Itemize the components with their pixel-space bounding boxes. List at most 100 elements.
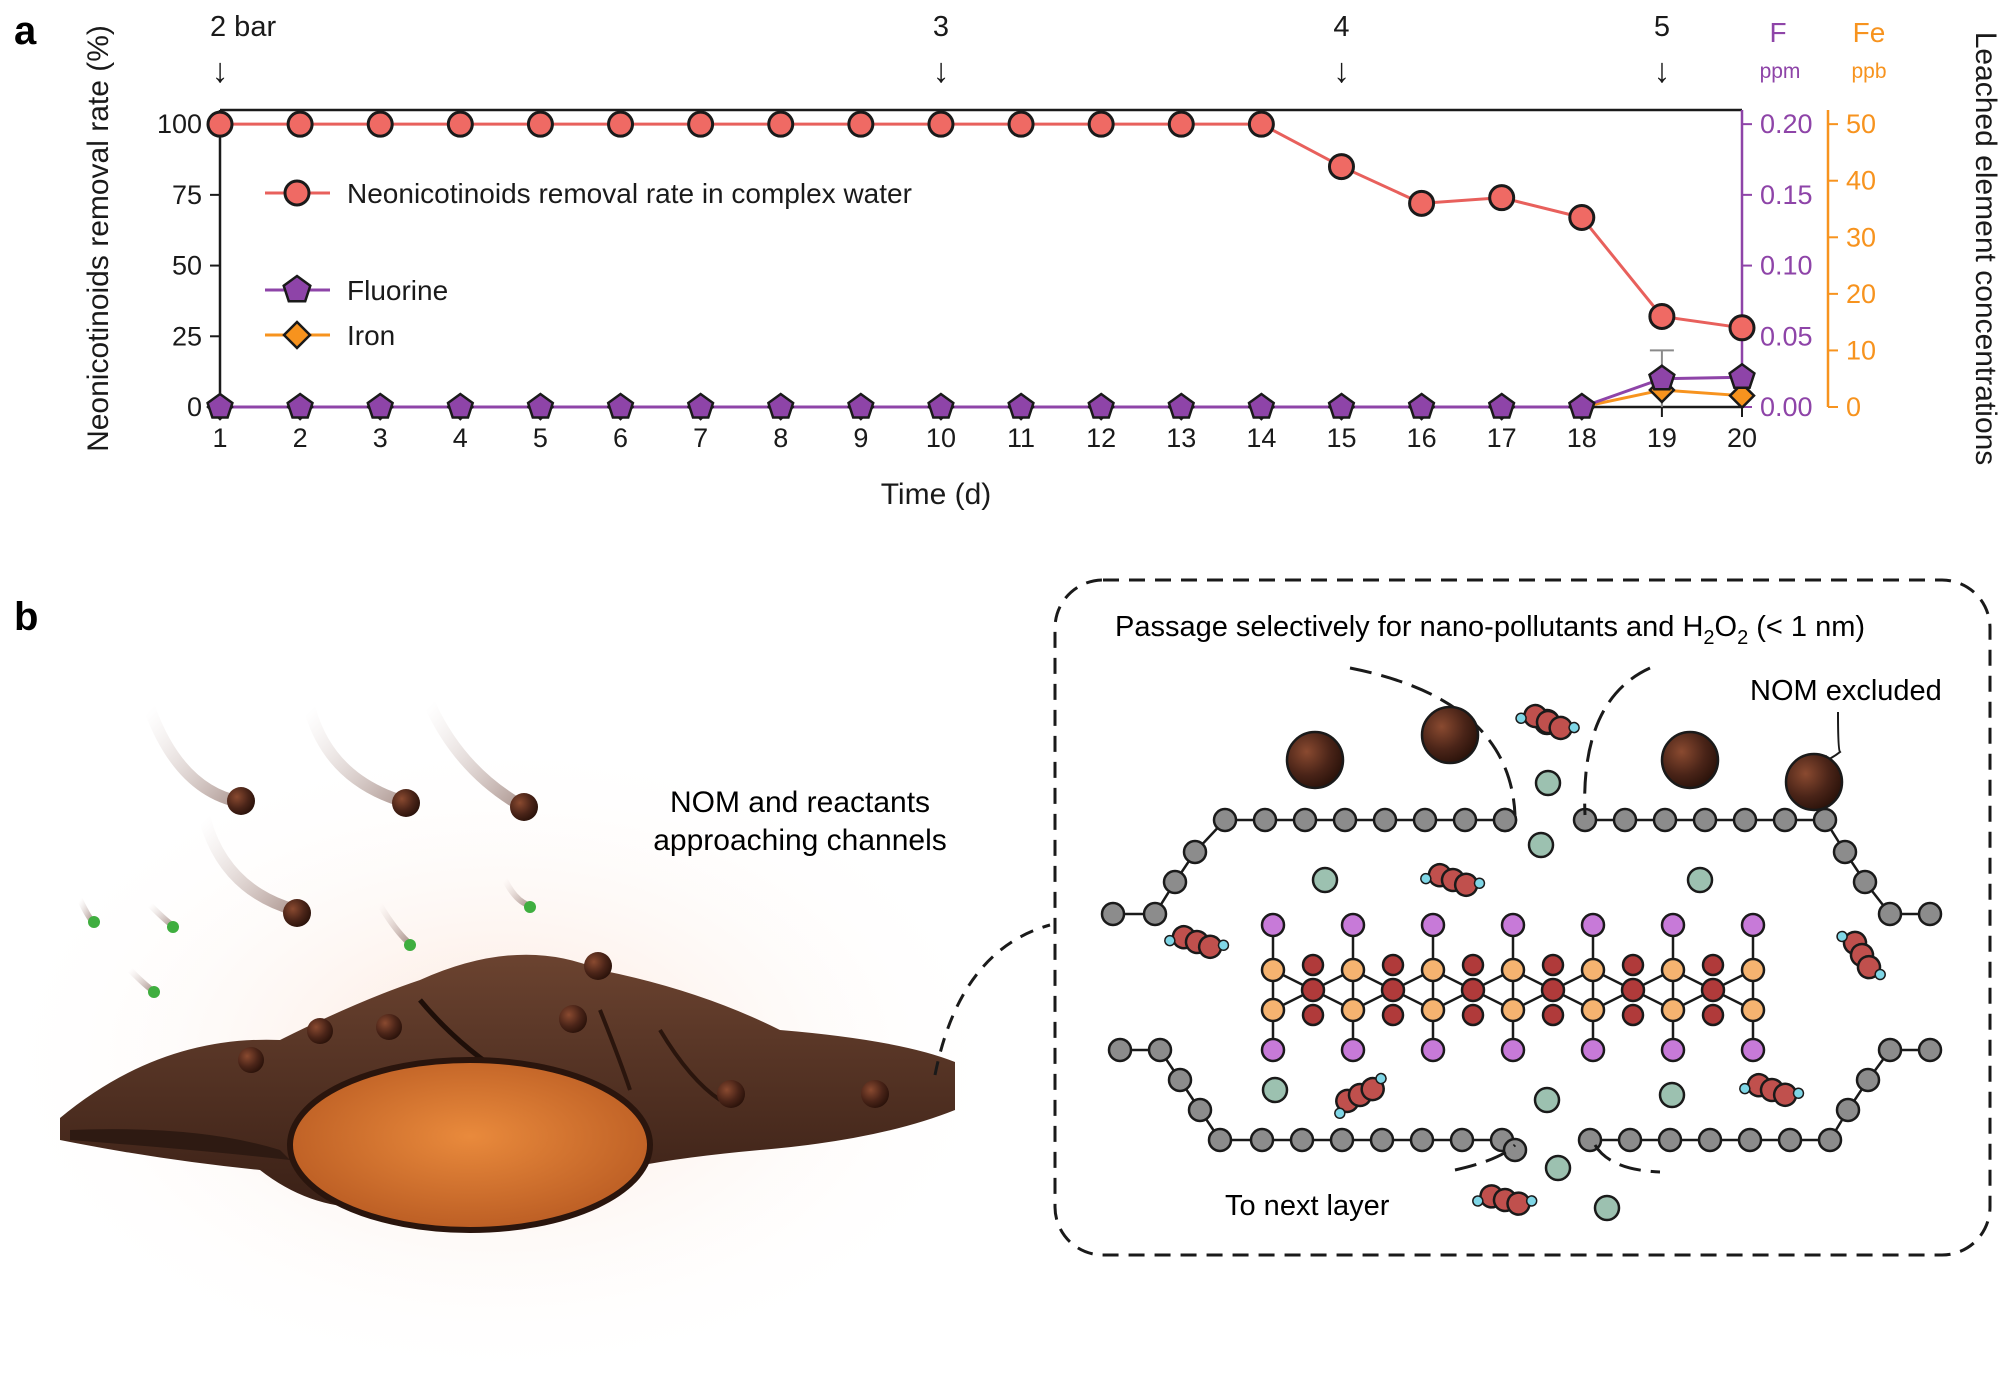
y-left-tick-label: 100 xyxy=(157,109,202,139)
graphene-bottom-left-atom xyxy=(1207,1127,1233,1153)
x-tick-label: 6 xyxy=(613,423,628,453)
y-right1-tick-label: 0.00 xyxy=(1760,392,1813,422)
pollutant-h xyxy=(1375,1072,1387,1085)
h2o2-molecule xyxy=(1686,866,1714,894)
x-tick-label: 14 xyxy=(1246,423,1276,453)
x-axis-label: Time (d) xyxy=(881,478,992,511)
lattice-atom-red xyxy=(1381,1003,1405,1027)
lattice-atom-orange xyxy=(1260,997,1286,1023)
marker-fluorine xyxy=(847,392,875,419)
legend-marker-iron xyxy=(282,320,312,350)
marker-removal xyxy=(607,110,635,138)
fluorine-atom xyxy=(1660,912,1686,938)
pressure-arrow: ↓ xyxy=(1333,52,1350,90)
graphene-top-left-atom xyxy=(1252,807,1278,833)
h2o2-molecule xyxy=(1527,831,1555,859)
pressure-arrow: ↓ xyxy=(932,52,949,90)
lattice-atom-red xyxy=(1701,1003,1725,1027)
marker-fluorine xyxy=(606,392,635,419)
pollutant-atom xyxy=(1856,954,1882,980)
graphene-top-right-atom xyxy=(1732,807,1758,833)
y-right2-tick-label: 0 xyxy=(1846,392,1861,422)
legend-marker-fluorine xyxy=(282,274,312,303)
lattice-atom-orange xyxy=(1500,997,1526,1023)
to-next-layer-label: To next layer xyxy=(1225,1190,1390,1222)
x-tick-label: 18 xyxy=(1567,423,1597,453)
legend-marker-removal xyxy=(283,179,311,207)
lattice-atom-red xyxy=(1300,977,1326,1003)
marker-fluorine xyxy=(1567,392,1596,419)
pollutant-h xyxy=(1568,721,1580,734)
pollutant-h xyxy=(1334,1107,1346,1119)
graphene-top-left-atom xyxy=(1372,807,1398,833)
lattice-atom-red xyxy=(1621,1003,1645,1027)
x-tick-label: 11 xyxy=(1007,423,1035,453)
x-tick-label: 13 xyxy=(1166,423,1196,453)
lattice-atom-red xyxy=(1620,977,1646,1003)
marker-fluorine xyxy=(766,392,795,419)
x-tick-label: 7 xyxy=(693,423,708,453)
pollutant-h xyxy=(1217,939,1230,952)
marker-fluorine xyxy=(206,392,234,419)
lattice-atom-orange xyxy=(1260,957,1286,983)
lattice-atom-red xyxy=(1301,1003,1325,1027)
y-right-axis-label: Leached element concentrations xyxy=(1969,32,2001,466)
marker-removal xyxy=(1408,189,1436,217)
graphene-top-right-atom xyxy=(1877,901,1903,927)
y-left-tick-label: 75 xyxy=(172,180,202,210)
lattice-atom-orange xyxy=(1340,957,1366,983)
marker-removal xyxy=(286,110,314,138)
graphene-top-left-atom xyxy=(1492,807,1518,833)
graphene-top-left-atom xyxy=(1412,807,1438,833)
channel-wall xyxy=(1593,1144,1661,1174)
particle-tails xyxy=(77,699,531,993)
lattice-atom-orange xyxy=(1420,957,1446,983)
pressure-arrow: ↓ xyxy=(212,52,229,90)
marker-fluorine xyxy=(686,392,715,419)
marker-removal xyxy=(366,110,394,138)
graphene-bottom-right-atom xyxy=(1817,1127,1843,1153)
graphene-top-left-atom xyxy=(1182,839,1208,865)
pollutant-h xyxy=(1473,877,1486,890)
marker-fluorine xyxy=(1407,392,1436,419)
fluorine-atom xyxy=(1500,1037,1526,1063)
marker-fluorine xyxy=(1007,392,1035,419)
h2o2-molecule xyxy=(1261,1076,1289,1104)
marker-removal xyxy=(687,110,715,138)
graphene-bottom-right-atom xyxy=(1657,1127,1683,1153)
graphene-bottom-right-atom xyxy=(1835,1097,1861,1123)
lattice-atom-orange xyxy=(1420,997,1446,1023)
y-left-tick-label: 0 xyxy=(187,392,202,422)
graphene-bottom-left-atom xyxy=(1187,1097,1213,1123)
fluorine-atom xyxy=(1580,912,1606,938)
fluorine-atom xyxy=(1740,912,1766,938)
panel-label-b: b xyxy=(14,595,38,639)
x-tick-label: 2 xyxy=(293,423,308,453)
lattice-atom-red xyxy=(1301,953,1325,977)
y-left-tick-label: 25 xyxy=(172,321,202,351)
marker-fluorine xyxy=(1247,392,1276,419)
x-tick-label: 12 xyxy=(1086,423,1116,453)
fluorine-atom xyxy=(1500,912,1526,938)
graphene-bottom-right-atom xyxy=(1917,1037,1943,1063)
x-tick-label: 8 xyxy=(773,423,788,453)
h2o2-molecule xyxy=(1534,769,1562,797)
y-right1-tick-label: 0.20 xyxy=(1760,109,1813,139)
graphene-bottom-left-atom xyxy=(1147,1037,1173,1063)
pollutant-atom xyxy=(1453,872,1479,898)
lattice-atom-red xyxy=(1380,977,1406,1003)
schematic-structures xyxy=(1100,666,1943,1222)
graphene-bottom-left-atom xyxy=(1249,1127,1275,1153)
y-right1-unit-symbol: F xyxy=(1769,17,1786,48)
pollutant-h xyxy=(1420,872,1432,885)
nano-pollutant xyxy=(1515,703,1580,741)
lattice-atom-orange xyxy=(1580,957,1606,983)
graphene-top-right-atom xyxy=(1917,901,1943,927)
marker-removal xyxy=(847,110,875,138)
marker-removal xyxy=(446,110,474,138)
pollutant-atom xyxy=(1548,715,1573,741)
graphene-bottom-left-atom xyxy=(1369,1127,1395,1153)
graphene-top-right-atom xyxy=(1812,807,1838,833)
